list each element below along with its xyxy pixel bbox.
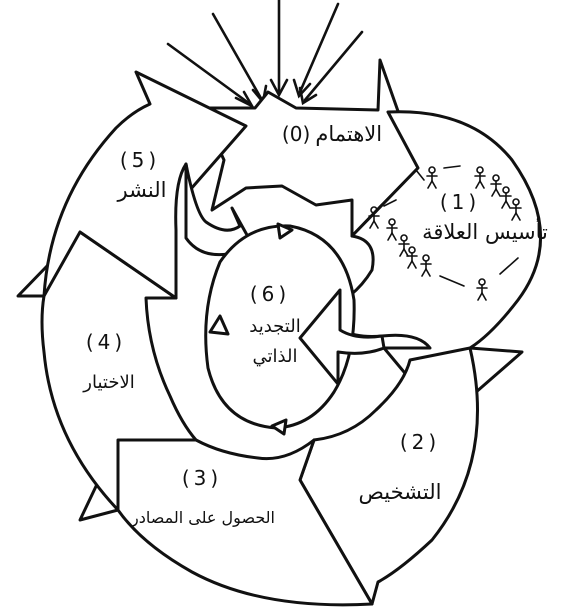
stage-6-number: (6): [249, 282, 291, 306]
stage-5-title: النشر: [117, 178, 167, 202]
stage-0-label: الاهتمام (0): [252, 122, 412, 146]
inner-curl-arrow-right: [298, 288, 386, 386]
ring-arrowhead-top: [276, 222, 294, 240]
stage-3-number: (3): [181, 466, 223, 490]
stage-0-title: الاهتمام: [315, 122, 383, 146]
stage-6-title-line2: الذاتي: [252, 346, 298, 367]
ring-arrowhead-bottom: [270, 418, 288, 436]
stage-4-title: الاختيار: [83, 372, 135, 393]
stage-5-arrow: [42, 70, 248, 300]
stage-1-arrow: [318, 110, 543, 422]
stage-6-title-line1: التجديد: [249, 316, 301, 337]
stage-1-number: (1): [439, 190, 481, 214]
stage-3-title: الحصول على المصادر: [131, 508, 275, 527]
stage-5-number: (5): [119, 148, 161, 172]
stage-4-number: (4): [85, 330, 127, 354]
people-network-icon: [368, 165, 522, 301]
stage-0-number: (0): [281, 122, 311, 146]
ring-arrowhead-left: [208, 314, 230, 336]
incoming-arrows: [166, 0, 364, 110]
stage-1-title: تأسيس العلاقة: [422, 220, 548, 244]
stage-2-number: (2): [399, 430, 441, 454]
stage-2-title: التشخيص: [358, 480, 442, 504]
stage-2-arrow: [298, 346, 479, 606]
